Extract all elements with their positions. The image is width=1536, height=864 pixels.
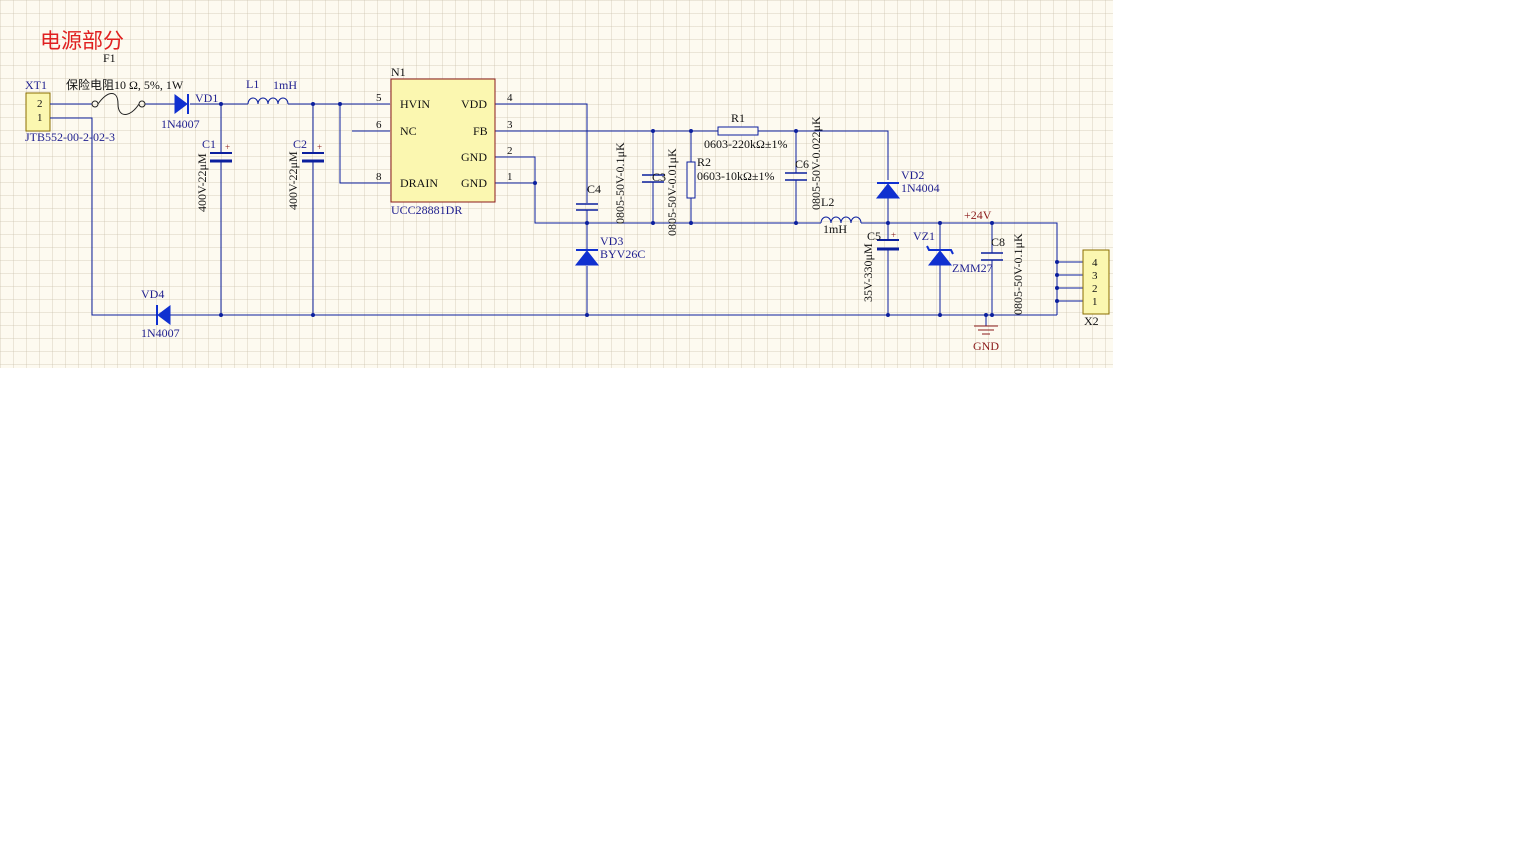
inductor-l2: L2 1mH [820, 195, 862, 236]
c4-value: 0805-50V-0.1μK [613, 142, 627, 224]
capacitor-c5: + C5 35V-330μM [861, 229, 899, 302]
ic-pin-num-5: 5 [376, 92, 382, 104]
xt1-ref: XT1 [25, 78, 47, 92]
ic-pin-name-vdd: VDD [461, 97, 487, 111]
c8-value: 0805-50V-0.1μK [1011, 233, 1025, 315]
resistor-r2: R2 0603-10kΩ±1% [686, 155, 775, 199]
x2-pin-4: 4 [1092, 257, 1098, 269]
resistor-r1: R1 0603-220kΩ±1% [704, 111, 788, 151]
vd1-ref: VD1 [195, 91, 218, 105]
capacitor-c3: C3 0805-50V-0.01μK [642, 148, 679, 236]
c3-value: 0805-50V-0.01μK [665, 148, 679, 236]
capacitor-c8: C8 0805-50V-0.1μK [981, 233, 1025, 315]
r2-ref: R2 [697, 155, 711, 169]
gnd-symbol: GND [973, 325, 999, 353]
x2-pin-2: 2 [1092, 283, 1098, 295]
net-label-24v: +24V [964, 208, 992, 222]
l1-value: 1mH [273, 78, 297, 92]
junction-dots [219, 102, 1059, 317]
vz1-ref: VZ1 [913, 229, 935, 243]
r1-value: 0603-220kΩ±1% [704, 137, 788, 151]
x2-ref: X2 [1084, 314, 1099, 328]
l1-ref: L1 [246, 77, 259, 91]
c3-ref: C3 [652, 170, 666, 184]
gnd-label: GND [973, 339, 999, 353]
diode-vd3: VD3 BYV26C [574, 234, 645, 266]
connector-x2: 4 3 2 1 X2 [1082, 249, 1110, 328]
c8-ref: C8 [991, 235, 1005, 249]
capacitor-c4: C4 0805-50V-0.1μK [576, 142, 627, 224]
vd4-part: 1N4007 [141, 326, 180, 340]
ic-pin-name-fb: FB [473, 124, 488, 138]
ic-pin-name-gnd-1: GND [461, 176, 487, 190]
l2-value: 1mH [823, 222, 847, 236]
fuse-value: 保险电阻10 Ω, 5%, 1W [66, 77, 184, 92]
ic-pin-num-4: 4 [507, 92, 513, 104]
vd1-part: 1N4007 [161, 117, 200, 131]
xt1-pin-1: 1 [37, 112, 43, 124]
x2-pin-1: 1 [1092, 296, 1098, 308]
c2-polarity: + [317, 142, 322, 152]
xt1-pin-2: 2 [37, 98, 43, 110]
ic-n1: N1 UCC28881DR 5 HVIN 6 NC 8 DRAIN 4 VDD … [376, 65, 513, 217]
ic-ref: N1 [391, 65, 406, 79]
c5-polarity: + [891, 230, 896, 240]
ic-pin-num-6: 6 [376, 119, 382, 131]
capacitor-c2: + C2 400V-22μM [286, 137, 324, 210]
c4-ref: C4 [587, 182, 601, 196]
ic-pin-name-nc: NC [400, 124, 417, 138]
x2-pin-3: 3 [1092, 270, 1098, 282]
xt1-part: JTB552-00-2-02-3 [25, 130, 115, 144]
c2-value: 400V-22μM [286, 151, 300, 210]
c1-ref: C1 [202, 137, 216, 151]
ic-pin-num-1: 1 [507, 171, 513, 183]
diode-vd2: VD2 1N4004 [875, 168, 940, 199]
schematic-sheet [0, 0, 1113, 368]
ic-pin-num-8: 8 [376, 171, 382, 183]
r1-ref: R1 [731, 111, 745, 125]
vd2-ref: VD2 [901, 168, 924, 182]
c6-value: 0805-50V-0.022μK [809, 116, 823, 210]
ic-pin-name-hvin: HVIN [400, 97, 430, 111]
schematic-title: 电源部分 [40, 29, 124, 53]
vd4-ref: VD4 [141, 287, 164, 301]
diode-vd1: VD1 1N4007 [161, 91, 218, 131]
zener-vz1: VZ1 ZMM27 [913, 229, 993, 275]
ic-pin-name-drain: DRAIN [400, 176, 438, 190]
vd3-ref: VD3 [600, 234, 623, 248]
fuse-ref: F1 [103, 51, 116, 65]
ic-pin-num-2: 2 [507, 145, 513, 157]
ic-pin-num-3: 3 [507, 119, 513, 131]
capacitor-c6: C6 0805-50V-0.022μK [785, 116, 823, 210]
diode-vd4: VD4 1N4007 [141, 287, 180, 340]
ic-pin-name-gnd-2: GND [461, 150, 487, 164]
fuse-f1: F1 保险电阻10 Ω, 5%, 1W [66, 51, 184, 115]
vd3-part: BYV26C [600, 247, 645, 261]
vd2-part: 1N4004 [901, 181, 940, 195]
inductor-l1: L1 1mH [246, 77, 297, 105]
c5-value: 35V-330μM [861, 243, 875, 302]
c5-ref: C5 [867, 229, 881, 243]
vz1-part: ZMM27 [952, 261, 993, 275]
ic-part: UCC28881DR [391, 203, 462, 217]
c2-ref: C2 [293, 137, 307, 151]
capacitor-c1: + C1 400V-22μM [195, 137, 232, 212]
l2-ref: L2 [821, 195, 834, 209]
c1-polarity: + [225, 142, 230, 152]
wires [50, 103, 1083, 326]
r2-value: 0603-10kΩ±1% [697, 169, 775, 183]
c6-ref: C6 [795, 157, 809, 171]
c1-value: 400V-22μM [195, 153, 209, 212]
